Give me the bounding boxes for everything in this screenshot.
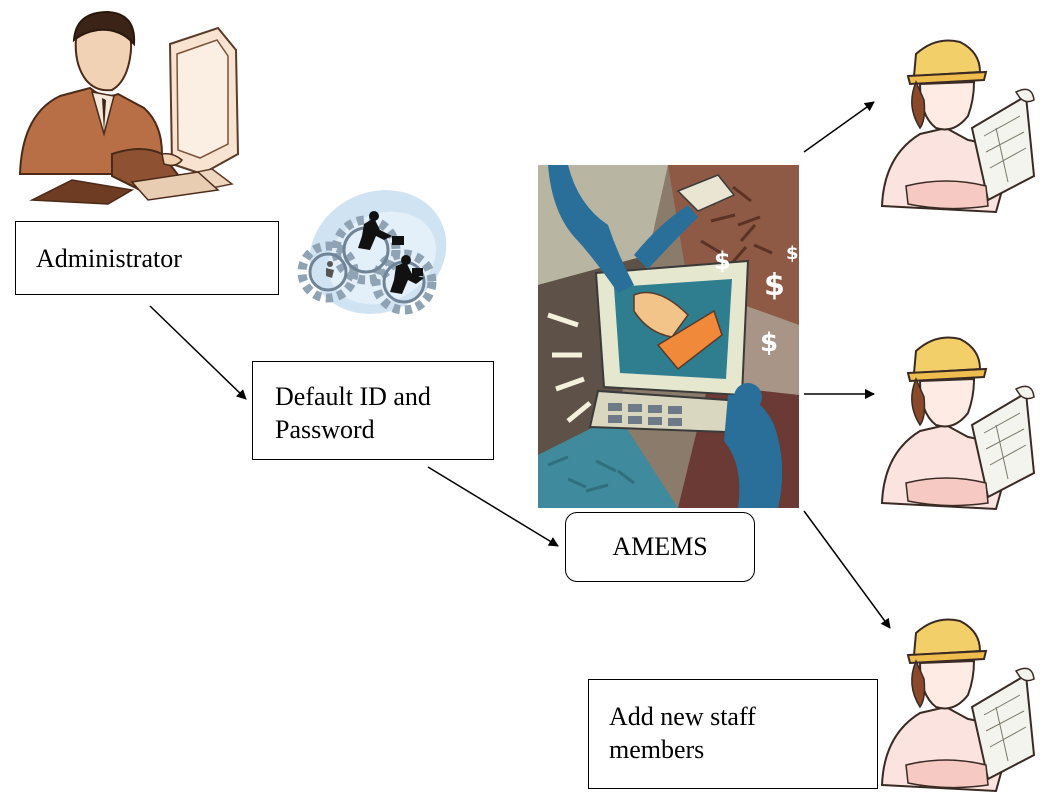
- business-gears-icon: [297, 190, 447, 315]
- credentials-label-line2: Password: [275, 415, 375, 444]
- arrow-amems-to-staff-1: [803, 101, 875, 153]
- staff-member-hardhat-icon: [880, 618, 1036, 793]
- credentials-label-line1: Default ID and: [275, 382, 431, 411]
- arrow-admin-to-credentials: [149, 305, 247, 400]
- administrator-at-computer-icon: [18, 10, 240, 205]
- svg-text:$: $: [786, 243, 799, 264]
- svg-text:$: $: [764, 268, 785, 303]
- staff-label-line1: Add new staff: [609, 702, 756, 731]
- default-credentials-node: Default ID and Password: [252, 361, 494, 460]
- svg-text:$: $: [760, 328, 778, 358]
- administrator-label: Administrator: [36, 244, 182, 273]
- staff-label-line2: members: [609, 735, 705, 764]
- amems-label: AMEMS: [612, 532, 708, 561]
- administrator-node: Administrator: [15, 221, 279, 295]
- add-staff-node: Add new staff members: [588, 679, 878, 789]
- computer-handshake-collage-icon: $ $ $ $: [538, 165, 799, 508]
- arrow-credentials-to-amems: [427, 466, 559, 547]
- svg-text:$: $: [714, 247, 731, 275]
- arrow-amems-to-staff-3: [803, 510, 891, 629]
- staff-member-hardhat-icon: [880, 39, 1036, 214]
- amems-system-node: AMEMS: [565, 512, 755, 582]
- staff-member-hardhat-icon: [880, 336, 1036, 511]
